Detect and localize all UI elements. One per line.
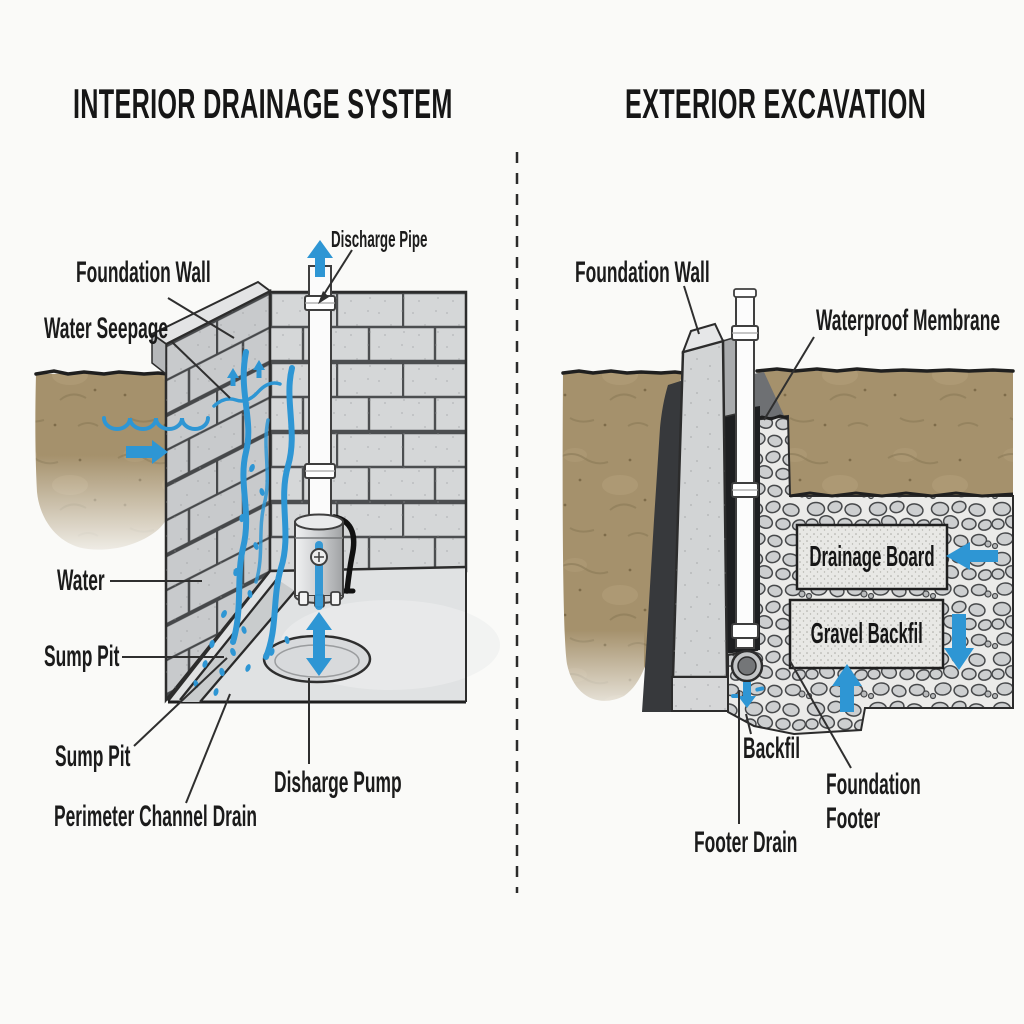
left-panel-title: INTERIOR DRAINAGE SYSTEM — [73, 80, 453, 127]
label-discharge-pump: Disharge Pump — [274, 766, 402, 799]
label-footer-drain: Footer Drain — [694, 826, 798, 859]
interior-drainage-diagram — [30, 240, 500, 804]
sump-pump — [294, 513, 357, 610]
left-leader-lines — [110, 249, 353, 804]
label-drainage-board-text: Drainage Board — [809, 540, 935, 573]
flow-arrow-icons — [832, 542, 998, 712]
right-panel-title: EXTERIOR EXCAVATION — [625, 80, 927, 127]
soil-right-of-excavation — [755, 367, 1015, 496]
perimeter-channel-drain — [179, 578, 296, 703]
soil-left — [30, 369, 170, 565]
label-drainage-board: Drainage Board — [797, 525, 947, 589]
double-arrow-icon — [306, 612, 332, 676]
water-seepage-streams — [230, 349, 295, 660]
leader-arrowhead — [318, 291, 329, 304]
label-foundation-footer: Foundation Footer — [826, 768, 921, 835]
drain-water-icon — [731, 682, 765, 708]
label-water: Water — [57, 564, 105, 597]
label-discharge-pipe: Discharge Pipe — [331, 226, 428, 252]
exterior-drain-pipe — [731, 288, 759, 649]
water-flow-arrow-icon — [126, 360, 265, 464]
label-waterproof-membrane: Waterproof Membrane — [816, 304, 1001, 337]
label-backfill: Backfil — [743, 732, 801, 765]
label-water-seepage: Water Seepage — [44, 312, 169, 345]
discharge-pipe — [304, 265, 336, 523]
water-droplets — [193, 463, 290, 696]
footer-drain — [730, 649, 764, 683]
label-perimeter-channel-drain: Perimeter Channel Drain — [54, 800, 258, 833]
label-sump-pit-lower: Sump Pit — [55, 740, 131, 773]
right-leader-lines — [683, 285, 852, 824]
foundation-footer — [671, 676, 729, 712]
gravel-backfill-box — [788, 598, 945, 670]
label-sump-pit-upper: Sump Pit — [44, 640, 120, 673]
exterior-excavation-diagram — [556, 285, 1015, 824]
drainage-board-box — [795, 523, 949, 591]
label-gravel-backfill: Gravel Backfil — [790, 600, 943, 668]
foundation-wall-right — [671, 322, 737, 679]
label-gravel-backfill-text: Gravel Backfil — [810, 617, 923, 650]
excavation-wedge — [753, 372, 786, 422]
label-foundation-wall-right: Foundation Wall — [575, 256, 710, 289]
up-arrow-icon — [307, 240, 333, 277]
label-foundation-wall-left: Foundation Wall — [76, 256, 211, 289]
